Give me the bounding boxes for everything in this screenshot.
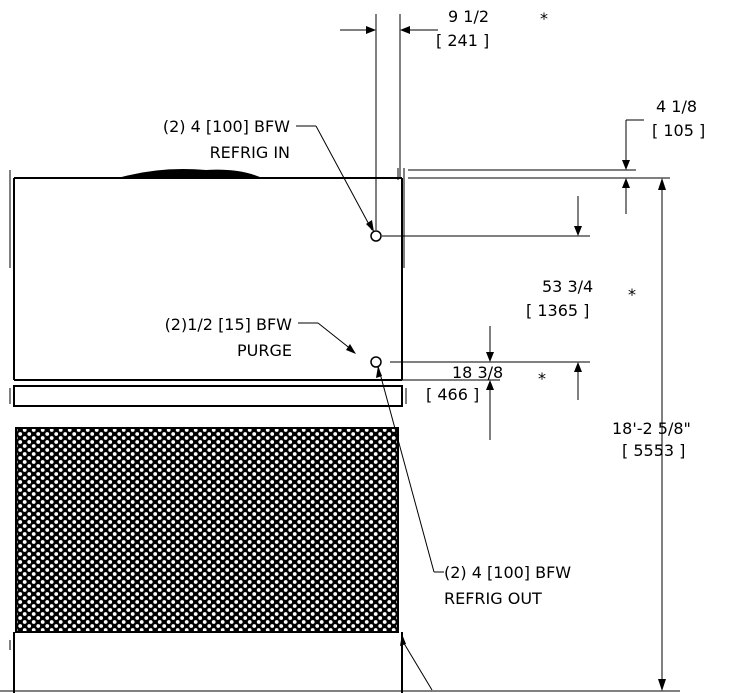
callout-refrig-out: (2) 4 [100] BFW REFRIG OUT	[376, 365, 571, 608]
callout-refrig-in: (2) 4 [100] BFW REFRIG IN	[163, 117, 374, 232]
dim-purge-offset: 18 3/8 * [ 466 ]	[400, 326, 546, 440]
dim-top-offset-fraction: 4 1/8	[656, 97, 697, 116]
callout-refrig-in-line1: (2) 4 [100] BFW	[163, 117, 290, 136]
dim-inlet-outlet-mark: *	[628, 285, 636, 304]
dim-top-width-mark: *	[540, 9, 548, 28]
callout-purge-line2: PURGE	[237, 341, 292, 360]
callout-purge-line1: (2)1/2 [15] BFW	[165, 315, 293, 334]
callout-purge: (2)1/2 [15] BFW PURGE	[165, 315, 356, 360]
callout-refrig-out-line1: (2) 4 [100] BFW	[444, 563, 571, 582]
purge-connection	[370, 356, 382, 368]
callout-refrig-in-line2: REFRIG IN	[210, 143, 290, 162]
dim-top-width-fraction: 9 1/2	[448, 7, 489, 26]
dim-inlet-outlet: 53 3/4 * [ 1365 ]	[382, 196, 636, 400]
dim-top-width: 9 1/2 * [ 241 ]	[340, 7, 548, 230]
bottom-leader	[400, 634, 433, 691]
dim-inlet-outlet-fraction: 53 3/4	[542, 277, 593, 296]
unit-middle-band	[9, 385, 407, 407]
callout-refrig-out-line2: REFRIG OUT	[444, 589, 542, 608]
dim-top-offset-metric: [ 105 ]	[652, 121, 705, 140]
dim-overall-height: 18'-2 5/8" [ 5553 ]	[410, 178, 691, 692]
dim-purge-offset-metric: [ 466 ]	[426, 385, 479, 404]
unit-base	[0, 632, 410, 693]
refrig-in-connection	[370, 230, 382, 242]
dim-inlet-outlet-metric: [ 1365 ]	[526, 301, 589, 320]
dim-top-width-metric: [ 241 ]	[436, 31, 489, 50]
fan-mesh-section	[15, 427, 399, 633]
unit-upper-body	[9, 168, 405, 381]
dim-overall-height-metric: [ 5553 ]	[622, 441, 685, 460]
dim-overall-height-fraction: 18'-2 5/8"	[612, 419, 691, 438]
top-hump	[118, 169, 262, 178]
dim-purge-offset-mark: *	[538, 369, 546, 388]
dim-top-offset: 4 1/8 [ 105 ]	[408, 97, 705, 214]
dim-purge-offset-fraction: 18 3/8	[452, 363, 503, 382]
